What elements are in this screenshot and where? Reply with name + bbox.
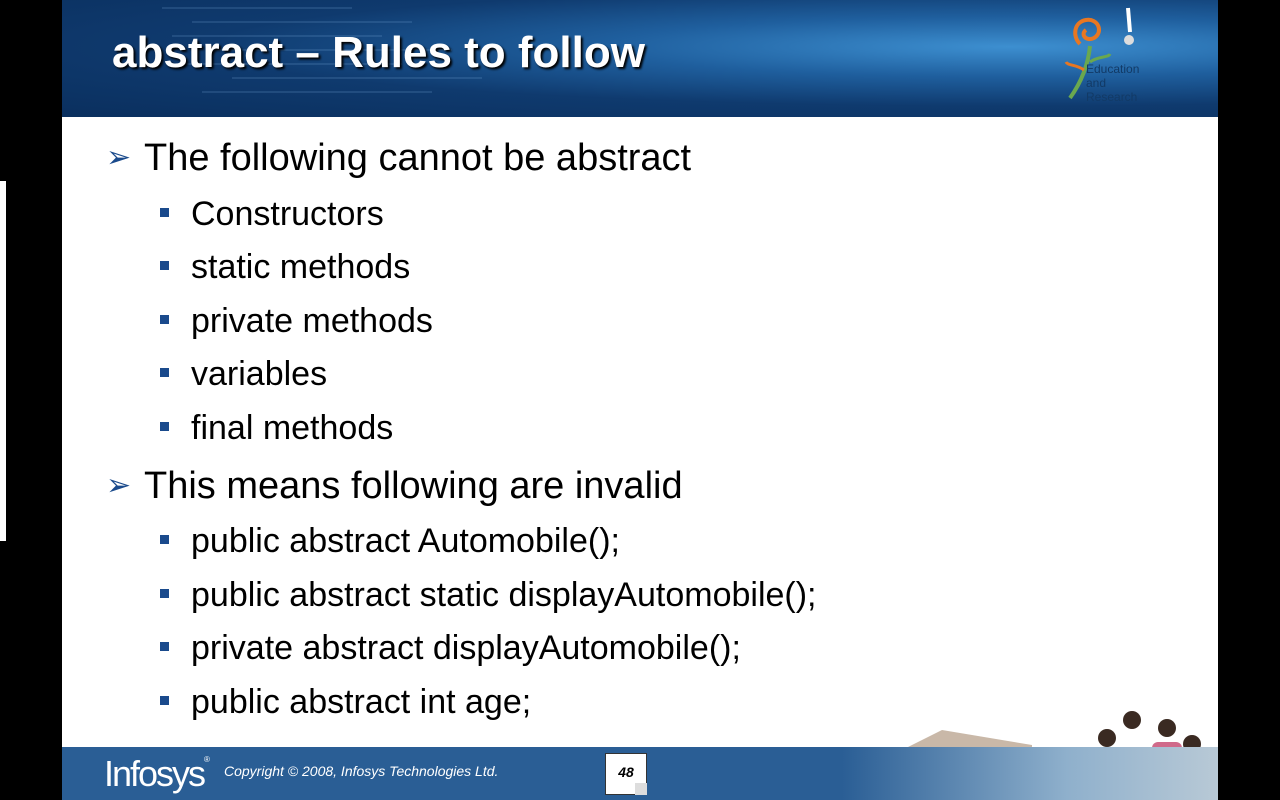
page-number: 48 — [618, 764, 634, 780]
sub-bullet: variables — [160, 355, 327, 394]
bullet-cannot-be-abstract: ➢ The following cannot be abstract — [106, 137, 691, 180]
slide-footer: Infosys® Copyright © 2008, Infosys Techn… — [62, 747, 1218, 800]
square-bullet-icon — [160, 589, 169, 598]
education-research-logo — [1064, 7, 1134, 100]
sub-bullet-text: public abstract int age; — [191, 683, 532, 721]
arrow-bullet-icon: ➢ — [106, 469, 132, 502]
square-bullet-icon — [160, 368, 169, 377]
square-bullet-icon — [160, 642, 169, 651]
brand-name: Infosys — [104, 753, 206, 794]
sub-bullet-text: private methods — [191, 302, 433, 340]
page-number-box: 48 — [605, 753, 647, 795]
sub-bullet: static methods — [160, 248, 410, 287]
logo-caption: Education and Research — [1086, 62, 1139, 104]
sub-bullet-text: private abstract displayAutomobile(); — [191, 629, 741, 667]
arrow-bullet-icon: ➢ — [106, 141, 132, 174]
square-bullet-icon — [160, 535, 169, 544]
bullet-text: The following cannot be abstract — [144, 137, 692, 179]
logo-line-education: Education — [1086, 62, 1140, 76]
square-bullet-icon — [160, 696, 169, 705]
code-background-decoration — [162, 7, 482, 93]
sub-bullet: public abstract int age; — [160, 683, 531, 722]
bullet-invalid-examples: ➢ This means following are invalid — [106, 465, 683, 508]
sub-bullet: private methods — [160, 302, 433, 341]
slide-content: ➢ The following cannot be abstract Constr… — [62, 117, 1218, 747]
square-bullet-icon — [160, 208, 169, 217]
registered-mark: ® — [204, 755, 210, 764]
bullet-text: This means following are invalid — [144, 465, 683, 507]
sub-bullet-text: variables — [191, 355, 328, 393]
sub-bullet-text: Constructors — [191, 195, 384, 233]
footer-gradient — [842, 747, 1218, 800]
slide: abstract – Rules to follow Education and… — [62, 0, 1218, 800]
sub-bullet-text: public abstract static displayAutomobile… — [191, 576, 817, 614]
square-bullet-icon — [160, 261, 169, 270]
square-bullet-icon — [160, 315, 169, 324]
sub-bullet: public abstract Automobile(); — [160, 522, 620, 561]
square-bullet-icon — [160, 422, 169, 431]
window-edge-strip — [0, 181, 6, 541]
sub-bullet: Constructors — [160, 195, 384, 234]
sub-bullet-text: public abstract Automobile(); — [191, 522, 620, 560]
sub-bullet-text: final methods — [191, 409, 394, 447]
sub-bullet: public abstract static displayAutomobile… — [160, 576, 817, 615]
logo-line-and: and — [1086, 76, 1107, 90]
sub-bullet: private abstract displayAutomobile(); — [160, 629, 741, 668]
sub-bullet-text: static methods — [191, 248, 411, 286]
logo-line-research: Research — [1086, 90, 1138, 104]
slide-title: abstract – Rules to follow — [112, 28, 645, 77]
copyright-text: Copyright © 2008, Infosys Technologies L… — [224, 763, 499, 779]
slide-header: abstract – Rules to follow Education and… — [62, 0, 1218, 117]
infosys-logo: Infosys® — [104, 753, 210, 795]
sub-bullet: final methods — [160, 409, 393, 448]
page-fold-icon — [635, 783, 647, 795]
